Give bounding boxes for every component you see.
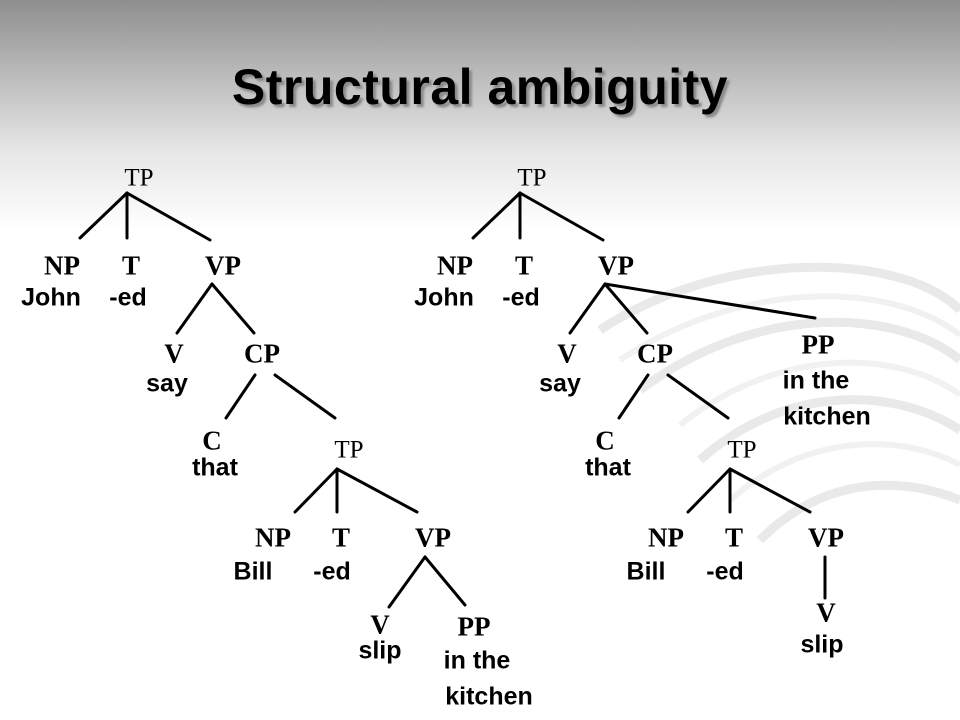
edge-left-tp-vp <box>125 191 212 242</box>
edge-right-tp2-vp <box>728 467 812 514</box>
left-node-t: T <box>121 250 141 281</box>
edge-left-cp-tp <box>273 373 337 420</box>
right-node-v: V <box>557 338 577 369</box>
edge-left-cp-c <box>224 373 257 420</box>
edge-left-vp-v <box>175 282 214 335</box>
left-node-cp: CP <box>244 338 280 369</box>
left-node-vp2: VP <box>415 522 451 553</box>
right-word-that: that <box>585 453 631 482</box>
right-word-ed: -ed <box>502 283 540 312</box>
left-node-tp-embedded: TP <box>334 436 364 464</box>
right-node-pp: PP <box>801 329 835 360</box>
right-word-ed2: -ed <box>706 557 744 586</box>
left-word-bill: Bill <box>233 557 273 586</box>
right-node-tp-root: TP <box>517 164 547 192</box>
left-node-v: V <box>164 338 184 369</box>
right-word-kitchen: kitchen <box>783 402 871 431</box>
slide-title: Structural ambiguity <box>231 59 729 115</box>
left-node-v2: V <box>370 609 390 640</box>
edge-left-vp2-pp <box>423 555 467 607</box>
left-node-t2: T <box>331 522 351 553</box>
right-node-c: C <box>595 425 615 456</box>
left-word-slip: slip <box>358 636 402 665</box>
edge-left-vp2-v <box>387 555 427 609</box>
left-word-ed: -ed <box>109 283 147 312</box>
left-node-np: NP <box>44 250 80 281</box>
left-node-vp: VP <box>205 250 241 281</box>
left-word-ed2: -ed <box>313 557 351 586</box>
left-word-kitchen: kitchen <box>445 682 533 711</box>
right-node-tp-embedded: TP <box>727 436 757 464</box>
edge-right-tp-np <box>471 191 522 240</box>
edge-right-vp-v <box>568 282 607 335</box>
edge-right-tp-vp <box>518 191 605 242</box>
left-node-tp-root: TP <box>124 164 154 192</box>
right-node-t: T <box>514 250 534 281</box>
edge-left-vp-cp <box>210 282 256 335</box>
edge-right-tp2-np <box>686 467 732 514</box>
left-word-that: that <box>192 453 238 482</box>
right-word-in-the: in the <box>782 366 850 395</box>
right-node-vp2: VP <box>808 522 844 553</box>
edge-right-vp-pp <box>603 282 817 320</box>
right-node-v2: V <box>816 597 836 628</box>
left-word-in-the: in the <box>443 646 511 675</box>
right-word-say: say <box>539 369 581 398</box>
right-node-np2: NP <box>648 522 684 553</box>
left-word-john: John <box>21 283 81 312</box>
edge-left-tp2-vp <box>335 467 419 514</box>
edge-left-tp2-np <box>293 467 339 514</box>
right-word-bill: Bill <box>626 557 666 586</box>
left-node-c: C <box>202 425 222 456</box>
right-node-np: NP <box>437 250 473 281</box>
edge-right-vp-cp <box>603 282 649 335</box>
right-word-john: John <box>414 283 474 312</box>
edge-right-cp-c <box>617 373 650 420</box>
edge-left-tp-np <box>78 191 129 240</box>
right-node-t2: T <box>724 522 744 553</box>
edge-right-cp-tp <box>666 373 730 420</box>
right-node-cp: CP <box>637 338 673 369</box>
right-word-slip: slip <box>800 630 844 659</box>
right-node-vp: VP <box>598 250 634 281</box>
left-node-np2: NP <box>255 522 291 553</box>
left-node-pp: PP <box>457 611 491 642</box>
left-word-say: say <box>146 369 188 398</box>
